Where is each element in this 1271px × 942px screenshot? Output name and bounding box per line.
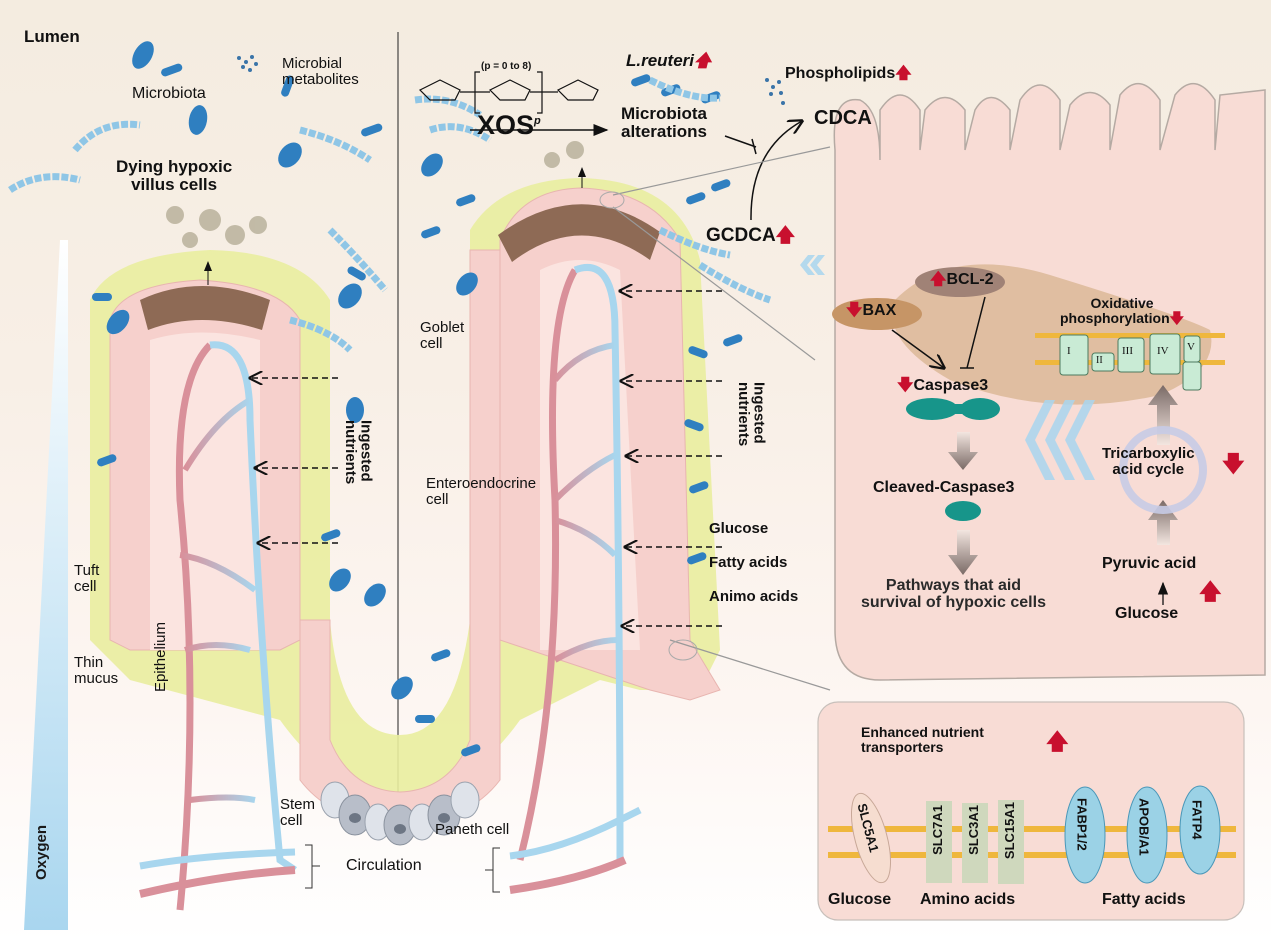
l-reuteri-label: L.reuteri🡅 xyxy=(626,51,712,70)
circulation-bracket-left xyxy=(305,844,320,889)
gcdca-label: GCDCA🡅 xyxy=(706,225,796,246)
oxygen-gradient-bar xyxy=(24,240,68,930)
dying-cells xyxy=(166,141,584,248)
transporters-up-arrow-icon: 🡅 xyxy=(1046,729,1069,754)
inhibit-line xyxy=(724,135,757,155)
bax-label: 🡇BAX xyxy=(846,302,897,319)
right-villus-brush-border xyxy=(498,204,660,262)
transporter-apob: APOB/A1 xyxy=(1136,798,1152,856)
paneth-cell-label: Paneth cell xyxy=(435,821,510,838)
xos-structure xyxy=(418,71,599,114)
down-arrow-icon: 🡇 xyxy=(1169,309,1185,326)
microbial-metabolites-label: Microbial metabolites xyxy=(282,55,359,88)
transporter-membrane xyxy=(828,826,1236,858)
bcl2-blob xyxy=(915,267,1005,297)
crypt-base-cells xyxy=(320,781,480,846)
metabolite-dots xyxy=(237,55,785,105)
bcl2-label: 🡅BCL-2 xyxy=(930,271,994,288)
cell-glucose-label: Glucose xyxy=(1115,605,1179,622)
microbiota-label: Microbiota xyxy=(132,85,206,102)
up-arrow-icon: 🡅 xyxy=(775,225,796,246)
nutrient-glucose-label: Glucose xyxy=(709,520,769,537)
right-circulation-artery xyxy=(509,856,627,894)
nutrient-fatty-acids-label: Fatty acids xyxy=(709,554,788,571)
transporter-fabp: FABP1/2 xyxy=(1074,798,1090,851)
slc5a1-shape xyxy=(850,792,892,884)
bax-blob xyxy=(832,298,922,330)
tca-down-arrow-icon: 🡇 xyxy=(1222,451,1245,476)
complex-iii-label: III xyxy=(1122,345,1133,357)
complex-v-label: V xyxy=(1187,341,1195,353)
complex-i-label: I xyxy=(1067,345,1071,357)
dying-cells-label: Dying hypoxic villus cells xyxy=(116,157,233,194)
circulation-label: Circulation xyxy=(346,857,422,874)
oxphos-complexes xyxy=(1059,333,1202,391)
pathways-label: Pathways that aid survival of hypoxic ce… xyxy=(861,577,1046,611)
up-arrow-icon: 🡅 xyxy=(694,51,712,70)
tca-cycle-label: Tricarboxylic acid cycle xyxy=(1102,445,1195,478)
fatty-acid-transporter-shapes xyxy=(1064,785,1221,884)
left-circulation-vein xyxy=(139,848,296,870)
group-glucose-label: Glucose xyxy=(828,891,892,908)
epithelium-label: Epithelium xyxy=(152,622,169,693)
group-fatty-acids-label: Fatty acids xyxy=(1102,891,1186,908)
stem-cell-label: Stem cell xyxy=(280,796,316,829)
oxygen-label: Oxygen xyxy=(33,825,50,881)
cleaved-caspase3-label: Cleaved-Caspase3 xyxy=(873,479,1015,496)
transporter-fatp4: FATP4 xyxy=(1189,800,1205,840)
goblet-cell-label: Goblet cell xyxy=(420,319,465,352)
cleaved-caspase3-shape xyxy=(945,501,981,521)
xos-label: XOSp xyxy=(477,110,541,140)
pyruvic-acid-label: Pyruvic acid xyxy=(1102,555,1197,572)
enhanced-transporters-label: Enhanced nutrient transporters xyxy=(861,724,984,755)
right-circulation-vein xyxy=(509,806,642,860)
right-ingested-nutrients-label: Ingested nutrients xyxy=(734,382,768,447)
oxphos-label: Oxidative phosphorylation🡇 xyxy=(1060,295,1185,326)
enteroendocrine-cell-label: Enteroendocrine cell xyxy=(426,475,537,508)
bacteria xyxy=(92,41,743,757)
phospholipids-label: Phospholipids🡅 xyxy=(785,65,912,82)
chain-bacteria xyxy=(8,76,772,353)
left-circulation-artery xyxy=(139,866,296,898)
left-nutrient-arrows xyxy=(250,378,338,543)
circulation-bracket-right xyxy=(485,847,500,893)
gcdca-to-cdca-arrow xyxy=(750,121,802,221)
tuft-cell-label: Tuft cell xyxy=(74,562,100,595)
group-amino-acids-label: Amino acids xyxy=(920,891,1016,908)
up-arrow-icon: 🡅 xyxy=(895,65,912,82)
left-ingested-nutrients-label: Ingested nutrients xyxy=(341,420,375,485)
complex-iv-label: IV xyxy=(1157,345,1169,357)
caspase3-shape xyxy=(906,398,1000,420)
pyruvic-up-arrow-icon: 🡅 xyxy=(1199,579,1222,604)
slc7a1-shape xyxy=(926,801,952,883)
transporter-slc3a1: SLC3A1 xyxy=(966,805,981,855)
lumen-label: Lumen xyxy=(24,27,80,46)
tca-cycle-ring xyxy=(1119,426,1207,514)
up-arrow-icon: 🡅 xyxy=(930,271,947,288)
blue-chevrons xyxy=(800,255,1095,480)
transporter-slc15a1: SLC15A1 xyxy=(1002,802,1017,860)
down-arrow-icon: 🡇 xyxy=(846,302,863,319)
microbiota-alterations-label: Microbiota alterations xyxy=(621,104,707,141)
slc3a1-shape xyxy=(962,803,988,883)
thin-mucus-label: Thin mucus xyxy=(74,654,119,687)
caspase3-label: 🡇Caspase3 xyxy=(897,377,989,394)
transporter-slc7a1: SLC7A1 xyxy=(930,805,945,855)
slc15a1-shape xyxy=(998,800,1024,884)
right-vessel-vein xyxy=(573,264,624,861)
down-arrow-icon: 🡇 xyxy=(897,377,914,394)
left-villus-brush-border xyxy=(140,286,270,330)
left-vessel-vein xyxy=(209,341,297,873)
xos-range-label: (p = 0 to 8) xyxy=(481,61,532,72)
right-nutrient-arrows xyxy=(620,291,722,626)
nutrient-amino-acids-label: Animo acids xyxy=(709,588,799,605)
complex-ii-label: II xyxy=(1096,355,1103,366)
cdca-label: CDCA xyxy=(814,107,872,129)
